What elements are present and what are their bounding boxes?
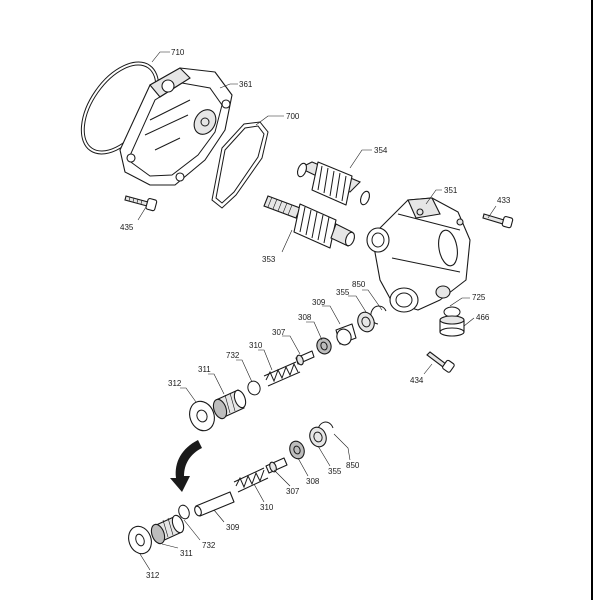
plug-355	[357, 311, 375, 333]
arrow-curved-icon	[170, 440, 202, 492]
gasket-700	[211, 121, 269, 209]
sleeve-309-lower	[194, 491, 235, 517]
callout-850-lower: 850	[346, 461, 360, 470]
o-ring-732	[247, 380, 261, 396]
callout-700: 700	[286, 112, 300, 121]
callout-732-lower: 732	[202, 541, 216, 550]
callout-310: 310	[249, 341, 263, 350]
frame-right-edge	[591, 0, 593, 600]
pump-cover-361	[119, 67, 233, 186]
callout-311: 311	[198, 365, 211, 374]
cap-312-lower	[128, 525, 152, 555]
callout-311-lower: 311	[180, 549, 193, 558]
callout-725: 725	[472, 293, 486, 302]
plug-355-lower	[309, 426, 327, 448]
callout-355: 355	[336, 288, 350, 297]
bolt-435	[124, 195, 158, 212]
gear-353	[263, 195, 356, 249]
callout-710: 710	[171, 48, 185, 57]
callout-353: 353	[262, 255, 276, 264]
callout-354: 354	[374, 146, 388, 155]
callout-307-lower: 307	[286, 487, 300, 496]
gear-354	[296, 161, 371, 206]
callout-361: 361	[239, 80, 253, 89]
callout-307: 307	[272, 328, 286, 337]
callout-312: 312	[168, 379, 182, 388]
callout-308: 308	[298, 313, 312, 322]
callout-310-lower: 310	[260, 503, 274, 512]
callout-466: 466	[476, 313, 490, 322]
cap-312	[189, 400, 215, 432]
callout-309-lower: 309	[226, 523, 240, 532]
callout-312-lower: 312	[146, 571, 160, 580]
callout-433: 433	[497, 196, 511, 205]
spring-seat-308-lower	[289, 440, 305, 460]
spool-307-lower	[265, 457, 288, 474]
sleeve-309	[335, 323, 357, 346]
pump-housing-351	[366, 197, 471, 313]
spring-310	[263, 361, 301, 387]
callout-435: 435	[120, 223, 134, 232]
callout-850: 850	[352, 280, 366, 289]
plug-311	[212, 389, 247, 420]
callout-309: 309	[312, 298, 326, 307]
spring-seat-308	[316, 337, 332, 355]
spool-307	[295, 350, 315, 366]
plug-311-lower	[150, 514, 185, 545]
spring-310-lower	[233, 467, 269, 493]
bolt-434	[426, 351, 455, 373]
callout-355-lower: 355	[328, 467, 342, 476]
callout-308-lower: 308	[306, 477, 320, 486]
callout-351: 351	[444, 186, 458, 195]
callout-732: 732	[226, 351, 240, 360]
bolt-433	[482, 213, 514, 229]
leader-lines	[137, 51, 497, 571]
callout-434: 434	[410, 376, 424, 385]
o-ring-732-lower	[178, 504, 190, 520]
plug-466	[439, 315, 465, 337]
